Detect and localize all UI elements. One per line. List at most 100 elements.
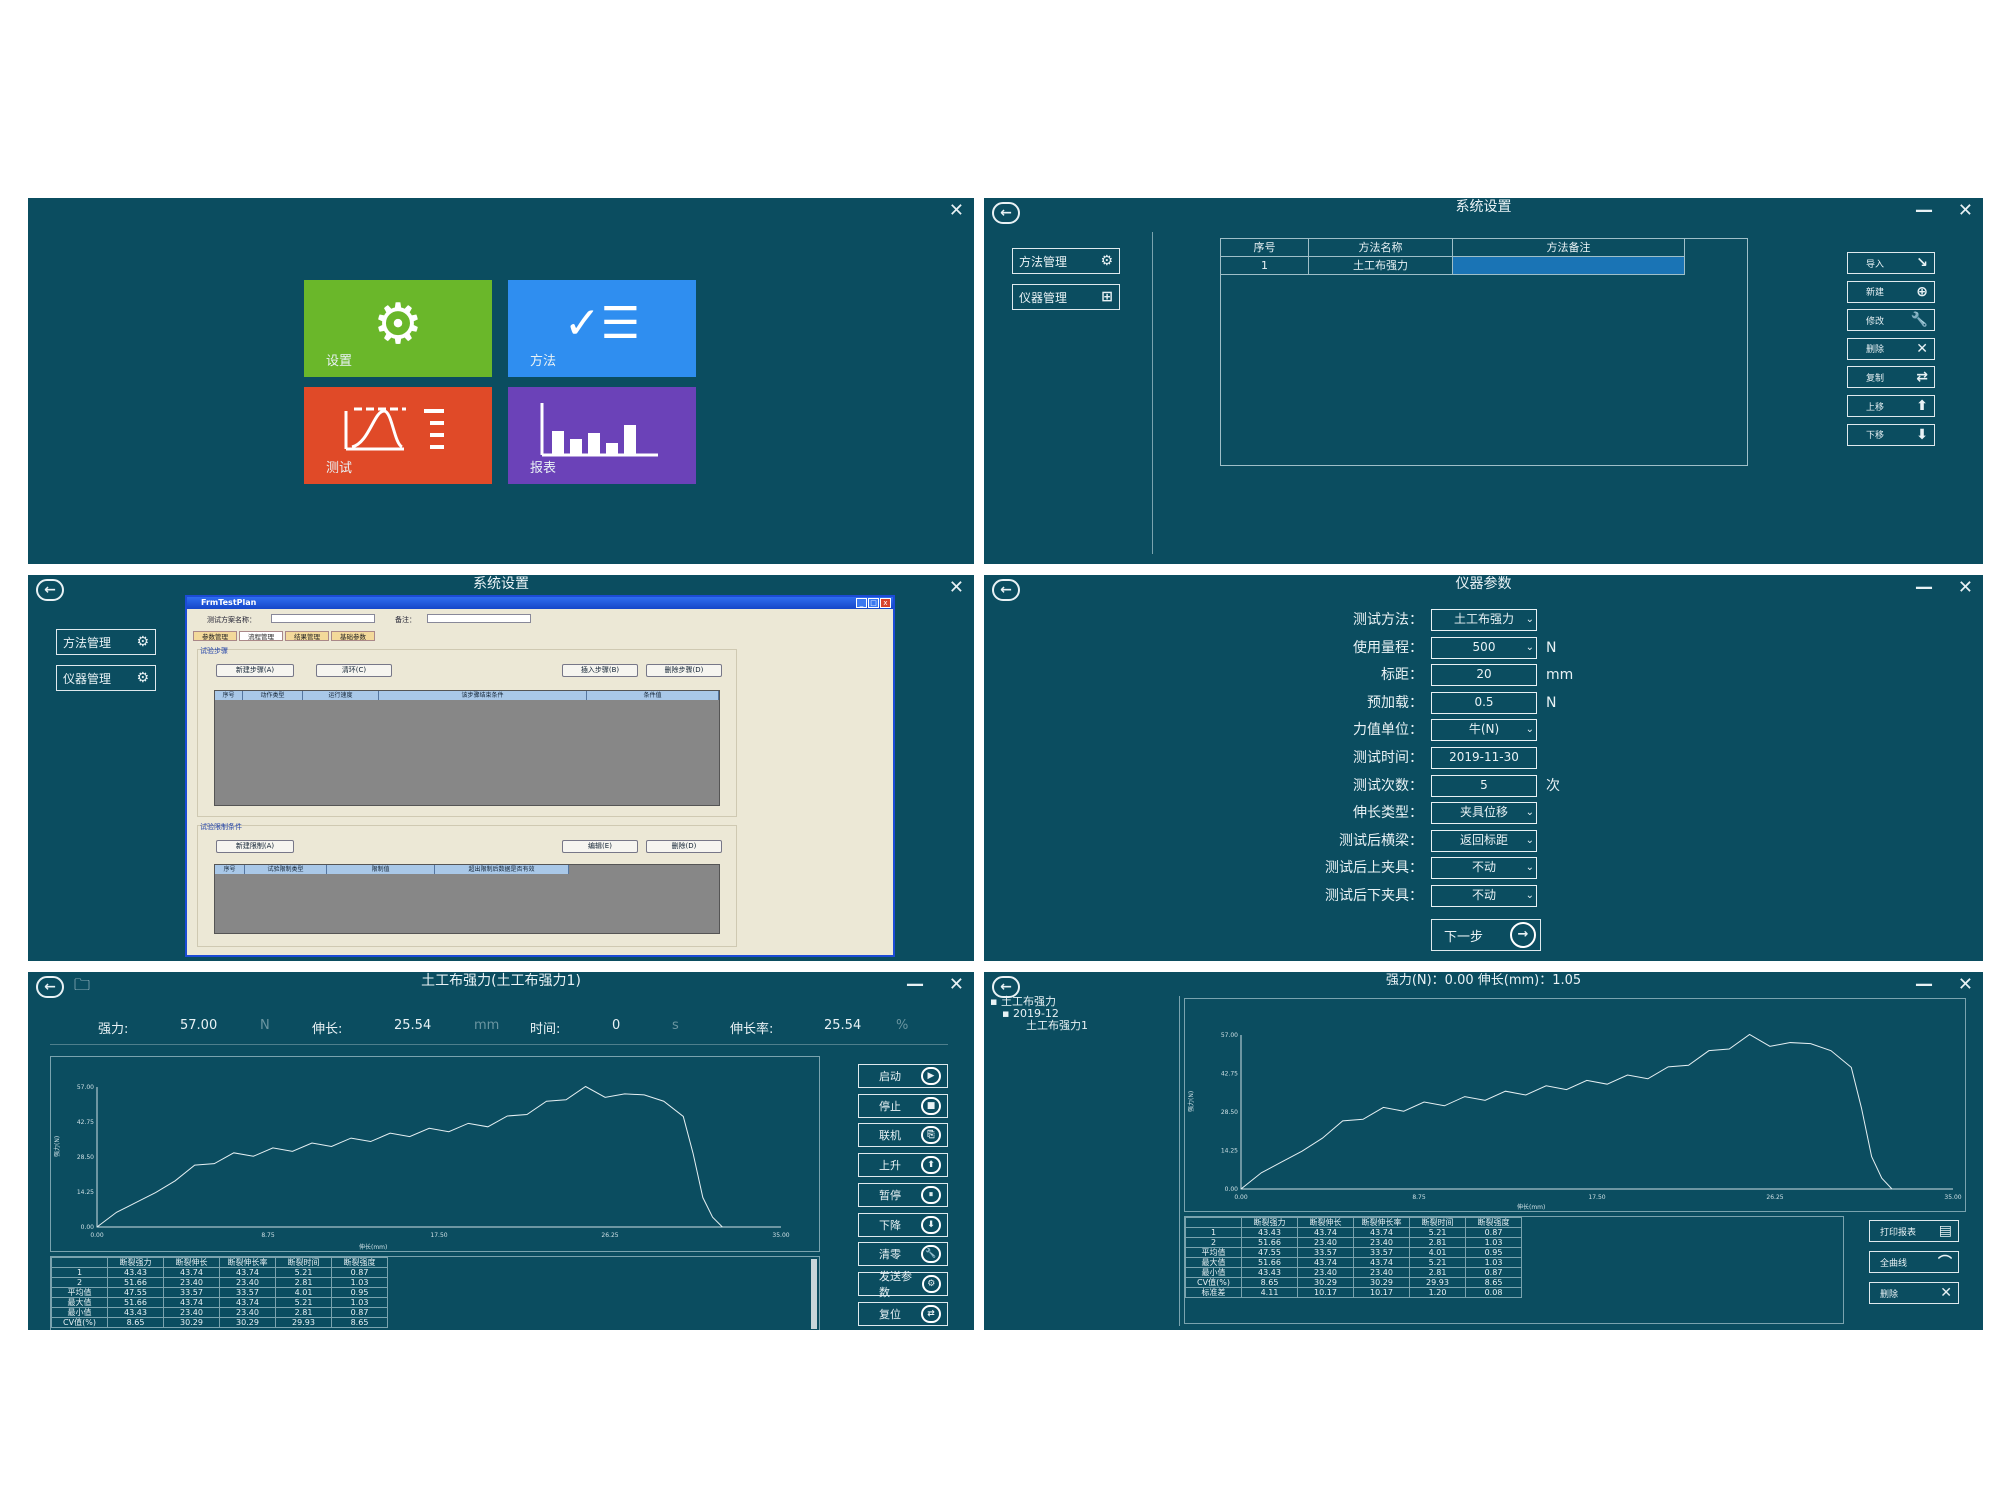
back-icon[interactable]: ← (36, 579, 64, 601)
connect-button[interactable]: 联机⎘ (858, 1123, 948, 1148)
tree-node[interactable]: 土工布强力1 (990, 1020, 1179, 1032)
copy-button[interactable]: 复制⇄ (1847, 366, 1935, 389)
pause-button[interactable]: 暂停⏸ (858, 1182, 948, 1207)
close-icon[interactable]: ✕ (948, 974, 964, 995)
close-icon[interactable]: ✕ (1957, 974, 1973, 995)
param-select[interactable]: 牛(N)⌄ (1431, 719, 1537, 742)
param-select[interactable]: 土工布强力⌄ (1431, 609, 1537, 631)
back-icon[interactable]: ← (992, 579, 1020, 601)
x-tick-label: 8.75 (261, 1232, 275, 1239)
param-value: 2019-11-30 (1449, 750, 1519, 764)
tile-method[interactable]: ✓☰ 方法 (508, 280, 696, 377)
param-input[interactable]: 20 (1431, 664, 1537, 687)
edit-button[interactable]: 修改🔧 (1847, 309, 1935, 332)
delete-limit-button[interactable]: 删除(D) (646, 840, 722, 853)
send-params-button[interactable]: 发送参数⚙ (858, 1270, 948, 1299)
zero-button[interactable]: 清零🔧 (858, 1242, 948, 1267)
reset-button[interactable]: 复位⇄ (858, 1301, 948, 1326)
start-button[interactable]: 启动▶ (858, 1064, 948, 1088)
stop-button[interactable]: 停止■ (858, 1093, 948, 1118)
param-select[interactable]: 返回标距⌄ (1431, 829, 1537, 852)
remark-input[interactable] (427, 614, 531, 623)
scrollbar[interactable] (811, 1259, 817, 1329)
minimize-icon[interactable]: _ (856, 598, 867, 608)
param-select[interactable]: 夹具位移⌄ (1431, 802, 1537, 825)
close-icon[interactable]: ✕ (1957, 200, 1973, 221)
tile-settings[interactable]: ⚙ 设置 (304, 280, 492, 377)
back-icon[interactable]: ← (992, 202, 1020, 224)
param-select[interactable]: 不动⌄ (1431, 857, 1537, 880)
sidebar-item-method[interactable]: 方法管理⚙ (1012, 248, 1120, 274)
minimize-icon[interactable]: — (1915, 974, 1933, 995)
minimize-icon[interactable]: — (1915, 577, 1933, 598)
tile-test[interactable]: 测试 (304, 387, 492, 484)
delete-button[interactable]: 删除✕ (1847, 337, 1935, 360)
full-curve-button[interactable]: 全曲线⌒ (1869, 1251, 1959, 1273)
column-header: 断裂强力 (1241, 1217, 1298, 1228)
import-button[interactable]: 导入↘ (1847, 252, 1935, 274)
limits-grid[interactable]: 序号 试验限制类型 限制值 超出限制后数据是否有效 (214, 864, 720, 934)
param-value: 牛(N) (1468, 722, 1500, 737)
close-icon[interactable]: ✕ (1957, 577, 1973, 598)
next-button[interactable]: 下一步 → (1431, 919, 1541, 951)
back-icon[interactable]: ← (36, 976, 64, 998)
close-icon[interactable]: x (880, 598, 891, 608)
tab-process[interactable]: 流程管理 (239, 631, 283, 641)
sidebar-item-method[interactable]: 方法管理⚙ (56, 629, 156, 655)
param-input[interactable]: 5 (1431, 774, 1537, 797)
chart-axes (96, 1087, 781, 1228)
delete-button[interactable]: 删除✕ (1869, 1282, 1959, 1304)
steps-grid[interactable]: 序号 动作类型 运行速度 该步骤结束条件 条件值 (214, 690, 720, 806)
tab-results[interactable]: 结果管理 (285, 631, 329, 641)
down-button[interactable]: 下降⬇ (858, 1212, 948, 1237)
back-icon[interactable]: ← (992, 976, 1020, 998)
minimize-icon[interactable]: — (906, 974, 924, 995)
param-select[interactable]: 500⌄ (1431, 636, 1537, 659)
minimize-icon[interactable]: — (1915, 200, 1933, 221)
up-button[interactable]: 上升⬆ (858, 1153, 948, 1178)
table-row[interactable]: 1 土工布强力 (1221, 257, 1747, 275)
sidebar-item-instrument[interactable]: 仪器管理⊞ (1012, 284, 1120, 310)
sidebar-item-instrument[interactable]: 仪器管理⚙ (56, 665, 156, 691)
tile-report[interactable]: 报表 (508, 387, 696, 484)
tab-basic[interactable]: 基础参数 (331, 631, 375, 641)
close-icon[interactable]: ✕ (948, 577, 964, 598)
maximize-icon[interactable]: □ (868, 598, 879, 608)
new-limit-button[interactable]: 新建限制(A) (216, 840, 294, 853)
insert-step-button[interactable]: 插入步骤(B) (562, 664, 638, 677)
clear-button[interactable]: 清环(C) (316, 664, 392, 677)
param-row: 测试时间：2019-11-30 (984, 747, 1983, 769)
table-cell: 43.74 (1353, 1227, 1410, 1238)
print-report-button[interactable]: 打印报表▤ (1869, 1220, 1959, 1242)
param-input[interactable]: 0.5 (1431, 691, 1537, 714)
move-up-button[interactable]: 上移⬆ (1847, 395, 1935, 417)
new-button[interactable]: 新建⊕ (1847, 280, 1935, 303)
close-icon[interactable]: ✕ (948, 200, 964, 221)
param-select[interactable]: 不动⌄ (1431, 885, 1537, 907)
tree-node[interactable]: ▪ 土工布强力 (990, 995, 1056, 1008)
plan-name-input[interactable] (271, 614, 375, 623)
tree-node[interactable]: ▪ 2019-12 (1002, 1007, 1059, 1020)
param-input[interactable]: 2019-11-30 (1431, 747, 1537, 769)
gear-icon: ⚙ (136, 670, 149, 686)
delete-step-button[interactable]: 删除步骤(D) (646, 664, 722, 677)
move-down-button[interactable]: 下移⬇ (1847, 423, 1935, 446)
table-header: 断裂强力断裂伸长断裂伸长率断裂时间断裂强度 (1185, 1217, 1522, 1228)
folder-icon[interactable]: 🗀 (74, 975, 91, 994)
new-step-button[interactable]: 新建步骤(A) (216, 664, 294, 677)
edit-limit-button[interactable]: 编辑(E) (562, 840, 638, 853)
tab-params[interactable]: 参数管理 (193, 631, 237, 641)
